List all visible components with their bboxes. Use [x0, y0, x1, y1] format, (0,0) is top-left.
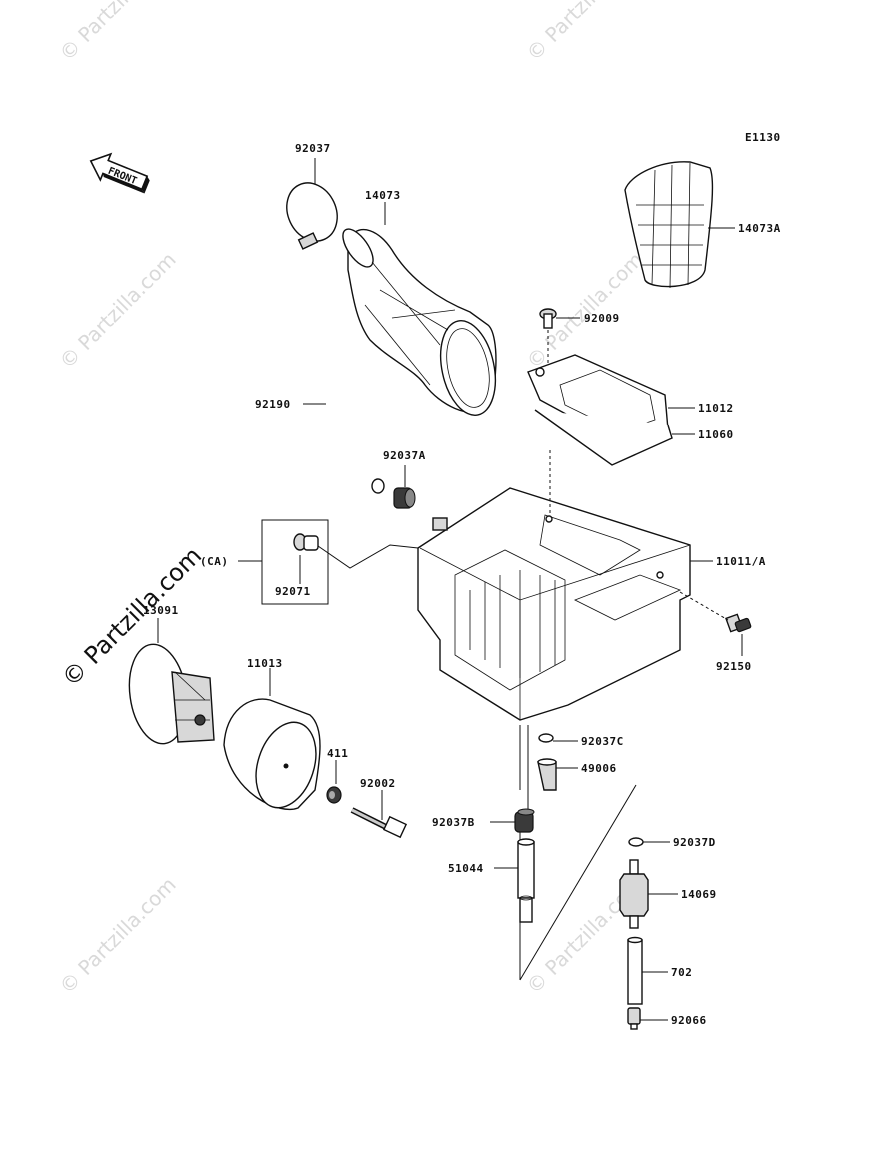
watermark: © Partzilla [55, 0, 146, 66]
part-label: 92071 [275, 585, 311, 598]
part-label: 92037D [673, 836, 716, 849]
part-92066-plug [627, 1007, 668, 1030]
part-14073A-duct-cover [624, 161, 735, 289]
part-92190-hose [298, 356, 385, 494]
front-arrow-icon: FRONT [89, 152, 150, 194]
part-label: 92037B [432, 816, 475, 829]
part-label: 92190 [255, 398, 291, 411]
part-label: 92037 [295, 142, 331, 155]
part-11011-air-box [417, 450, 713, 981]
part-92037D-clip [628, 837, 670, 847]
watermark: © Partzilla.com [55, 872, 181, 998]
part-92002-stud [350, 790, 408, 839]
part-label: 14069 [681, 888, 717, 901]
part-label: 92037C [581, 735, 624, 748]
part-label: 411 [327, 747, 348, 760]
part-702-tube [627, 936, 668, 1005]
part-label: 92066 [671, 1014, 707, 1027]
part-label: 11012 [698, 402, 734, 415]
part-label: 14073A [738, 222, 781, 235]
part-label: 702 [671, 966, 692, 979]
part-92037C-clip [538, 733, 578, 743]
part-label: 11013 [247, 657, 283, 670]
watermark: © Partzilla [522, 0, 613, 66]
part-label: 11011/A [716, 555, 766, 568]
part-92071-plug-group [238, 519, 419, 605]
part-label: 11060 [698, 428, 734, 441]
watermark-layer: © Partzilla © Partzilla © Partzilla.com … [55, 0, 648, 999]
part-51044-pipe [494, 838, 535, 923]
part-411-nut [326, 760, 342, 804]
part-14069-fuel-filter [619, 859, 678, 929]
part-label: (CA) [200, 555, 229, 568]
part-14073-intake-duct [342, 202, 497, 416]
part-label: 92009 [584, 312, 620, 325]
part-92150-bolt [679, 591, 752, 656]
part-11060-seal [534, 409, 695, 466]
part-label: 92037A [383, 449, 426, 462]
part-label: 51044 [448, 862, 484, 875]
part-92037-clamp [286, 158, 338, 250]
part-label: 49006 [581, 762, 617, 775]
part-49006-sleeve [537, 758, 578, 791]
part-label: 92002 [360, 777, 396, 790]
part-label: 92150 [716, 660, 752, 673]
part-92037A-clamp [393, 465, 416, 509]
diagram-code: E1130 [745, 131, 781, 144]
watermark: © Partzilla.com [55, 247, 181, 373]
part-11013-air-filter [223, 668, 321, 810]
part-label: 13091 [143, 604, 179, 617]
part-92037B-clamp [490, 808, 535, 833]
watermark: © Partzilla.com [522, 247, 648, 373]
part-13091-element-frame [128, 618, 215, 745]
part-92009-bolt [539, 308, 580, 365]
part-label: 14073 [365, 189, 401, 202]
